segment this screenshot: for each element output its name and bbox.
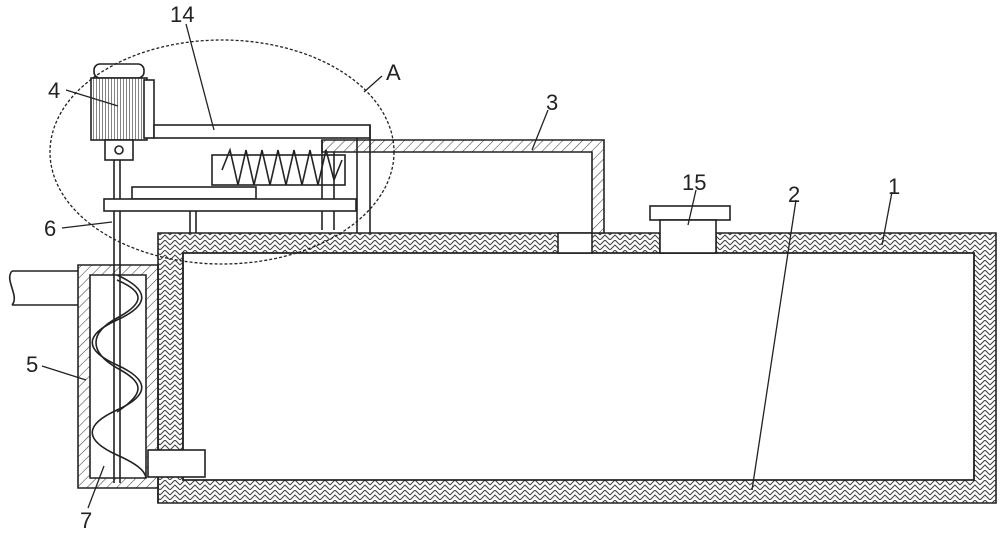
label-5: 5 <box>26 352 38 377</box>
labels: 14 A 3 15 2 1 4 6 5 7 <box>26 2 900 533</box>
leader-lines <box>41 23 893 509</box>
auger-screw <box>91 160 147 483</box>
label-6: 6 <box>44 216 56 241</box>
motor <box>90 63 155 161</box>
slide-plate-6 <box>103 186 357 233</box>
label-14: 14 <box>170 2 194 27</box>
frame-14 <box>153 124 371 233</box>
label-15: 15 <box>682 170 706 195</box>
tank-body <box>157 232 997 504</box>
label-a: A <box>386 60 401 85</box>
label-2: 2 <box>788 182 800 207</box>
bottom-connector <box>147 449 206 478</box>
side-inlet-pipe <box>8 270 78 306</box>
spring <box>221 147 343 186</box>
label-7: 7 <box>80 508 92 533</box>
inlet-cap <box>649 205 731 254</box>
pipe-3 <box>321 139 605 234</box>
detail-circle-a <box>49 39 395 265</box>
label-3: 3 <box>546 90 558 115</box>
label-4: 4 <box>48 78 60 103</box>
label-1: 1 <box>888 174 900 199</box>
auger-housing <box>77 264 159 503</box>
